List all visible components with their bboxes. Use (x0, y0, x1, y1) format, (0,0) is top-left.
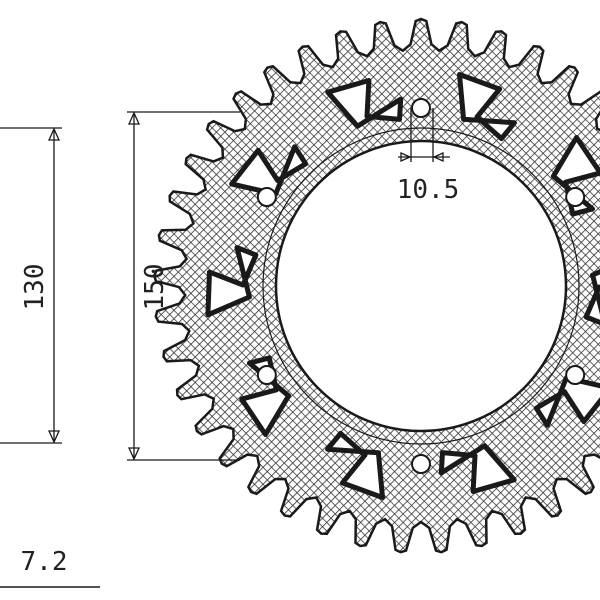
center-bore (274, 139, 568, 433)
bolt-hole (411, 454, 431, 474)
cutout-slot (583, 269, 600, 326)
dimension-150 (127, 111, 240, 461)
cutout-slot (325, 430, 385, 500)
dimension-150-label: 150 (140, 264, 170, 311)
dimension-10-5 (398, 108, 450, 163)
cutout-slot (457, 72, 517, 142)
bolt-hole (256, 365, 277, 385)
dimension-10-5-label: 10.5 (397, 175, 460, 205)
cutout-slot (205, 245, 259, 318)
cutout-slot (325, 78, 404, 129)
bolt-hole (565, 365, 586, 385)
lightening-cutouts (205, 72, 600, 500)
sprocket (152, 17, 600, 554)
cutout-slot (438, 443, 517, 494)
cutout-slot (550, 135, 600, 217)
bolt-hole (565, 187, 586, 207)
thickness-label: 7.2 (21, 547, 68, 577)
dimension-130 (0, 127, 62, 444)
dimension-130-label: 130 (20, 264, 50, 311)
hub-ring (262, 127, 580, 445)
cutout-slot (239, 355, 292, 437)
bolt-hole (411, 98, 431, 118)
bolt-hole (256, 187, 277, 207)
bolt-holes (256, 98, 586, 474)
